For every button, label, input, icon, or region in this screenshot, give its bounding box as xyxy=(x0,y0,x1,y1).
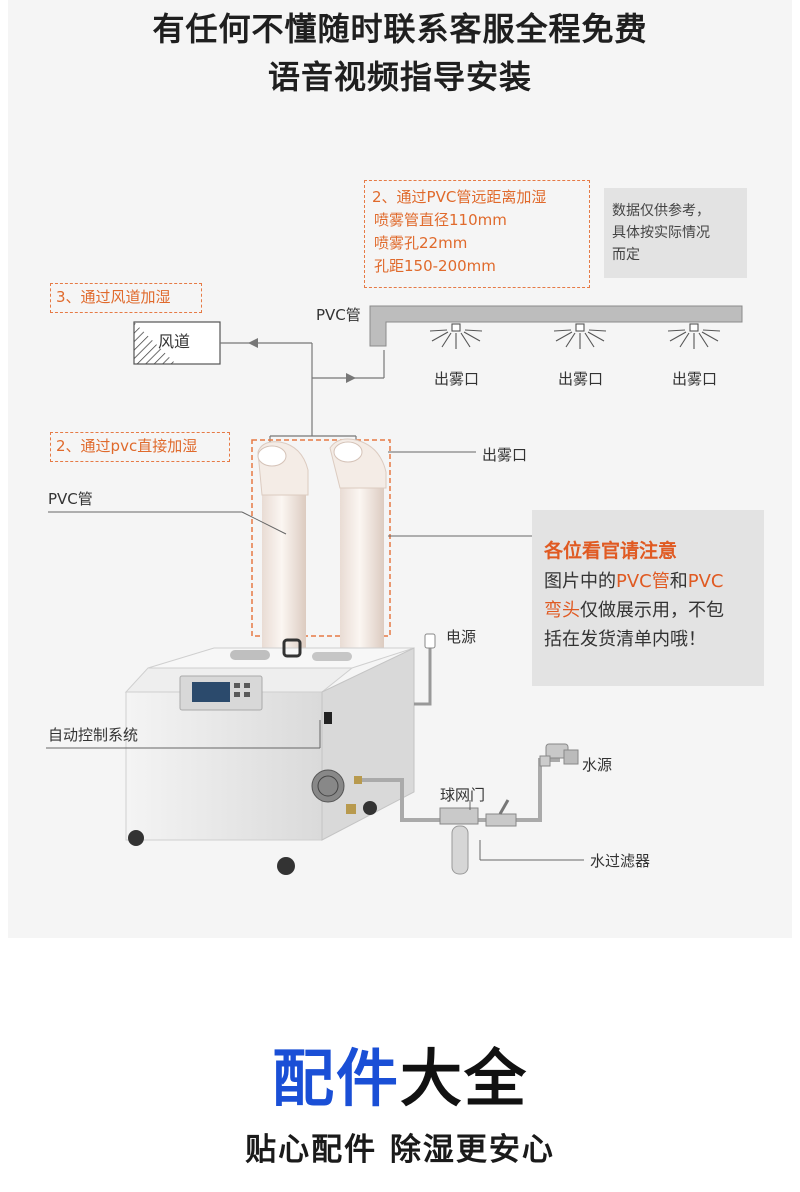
headline-line-1: 有任何不懂随时联系客服全程免费 xyxy=(152,10,648,48)
power-plug xyxy=(424,633,436,649)
power-label: 电源 xyxy=(446,628,477,646)
pipes-dashed-frame xyxy=(251,439,391,637)
tip-body: 图片中的PVC管和PVC 弯头仅做展示用，不包 括在发货清单内哦！ xyxy=(544,571,724,650)
pvc-pipe-left-label: PVC管 xyxy=(48,490,93,508)
connection-lines xyxy=(220,342,385,446)
water-source-valve xyxy=(539,743,579,767)
tip-box xyxy=(532,510,764,686)
pointer-lines xyxy=(46,451,584,861)
direct-note: 2、通过pvc直接加湿 xyxy=(56,437,198,455)
ball-valve xyxy=(485,799,517,827)
outlet-side-label: 出雾口 xyxy=(482,446,528,464)
tip-title: 各位看官请注意 xyxy=(544,540,678,562)
disclaimer-text: 数据仅供参考， 具体按实际情况 而定 xyxy=(612,203,710,263)
arrow-to-duct xyxy=(248,338,258,348)
outlet-label-2: 出雾口 xyxy=(558,370,604,388)
duct-note: 3、通过风道加湿 xyxy=(56,288,171,306)
ball-valve-label: 球网门 xyxy=(440,786,486,804)
duct-label: 风道 xyxy=(158,332,191,351)
water-filter-label: 水过滤器 xyxy=(590,852,651,870)
pvc-remote-note: 2、通过PVC管远距离加湿 喷雾管直径110mm 喷雾孔22mm 孔距150-2… xyxy=(372,188,547,275)
humidifier-unit xyxy=(124,638,415,875)
direct-note-box xyxy=(50,432,230,462)
pvc-main-pipe xyxy=(369,305,743,347)
mist-outlets xyxy=(429,323,721,349)
installation-diagram xyxy=(46,305,743,875)
accessories-subtitle: 贴心配件 除湿更安心 xyxy=(245,1132,555,1168)
duct-note-box xyxy=(50,283,202,313)
water-filter xyxy=(439,807,479,875)
humidifier-pipes xyxy=(257,438,387,658)
arrow-to-pvc xyxy=(346,373,356,383)
tip-content: 各位看官请注意 图片中的PVC管和PVC 弯头仅做展示用，不包 括在发货清单内哦… xyxy=(544,536,760,654)
pvc-remote-note-box xyxy=(364,180,590,288)
headline-line-2: 语音视频指导安装 xyxy=(267,58,532,96)
accessories-title: 配件大全 xyxy=(271,1042,529,1115)
outlet-label-1: 出雾口 xyxy=(434,370,480,388)
outlet-label-3: 出雾口 xyxy=(672,370,718,388)
air-duct xyxy=(133,321,221,365)
auto-control-label: 自动控制系统 xyxy=(48,726,139,744)
water-source-label: 水源 xyxy=(582,756,613,774)
pvc-pipe-top-label: PVC管 xyxy=(316,306,361,324)
disclaimer-box xyxy=(604,188,747,278)
power-cable xyxy=(414,646,432,706)
